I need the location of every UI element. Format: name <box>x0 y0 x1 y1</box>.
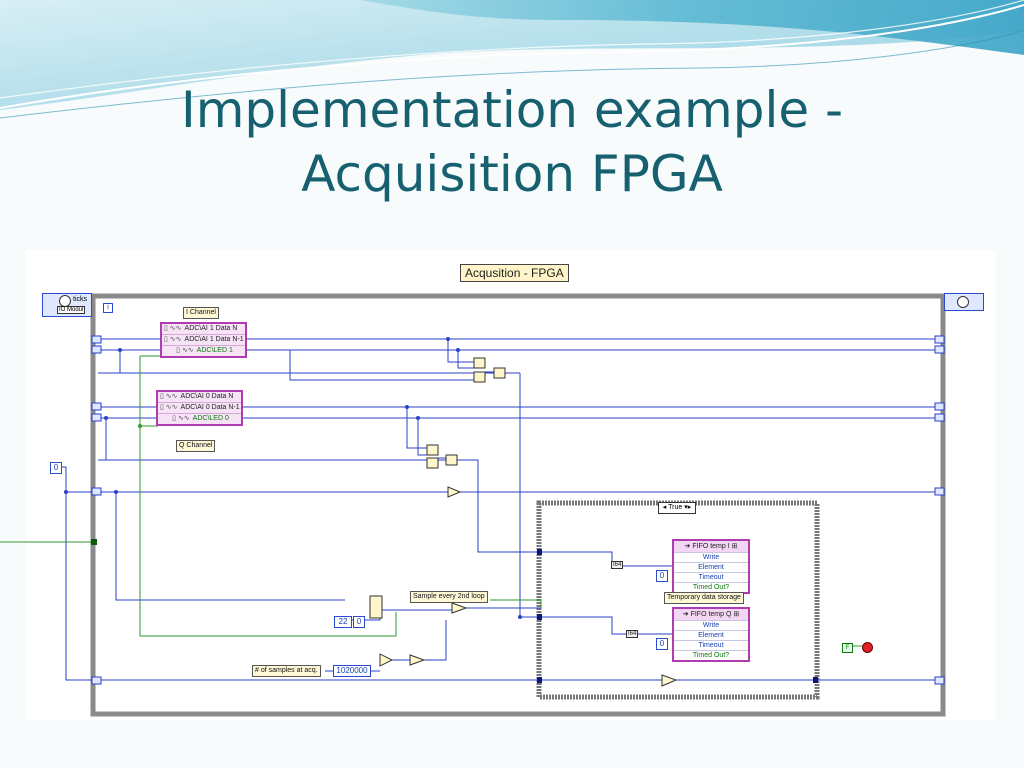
i64-conversion-b: I64 <box>626 630 639 638</box>
q-node-row-data-n1: ▯ ∿∿ADC\AI 0 Data N-1 <box>158 403 241 414</box>
fifo-q-write: Write <box>674 620 748 630</box>
i-channel-label: I Channel <box>183 307 219 319</box>
left-zero-constant[interactable]: 0 <box>50 462 62 474</box>
banner-wave <box>0 0 1024 119</box>
fifo-i-node[interactable]: ➔ FIFO temp I ⊞ Write Element Timeout Ti… <box>672 539 750 594</box>
fifo-i-timeout-constant[interactable]: 0 <box>656 570 668 582</box>
fifo-q-element: Element <box>674 630 748 640</box>
i-node-row-data-n1: ▯ ∿∿ADC\AI 1 Data N-1 <box>162 335 245 346</box>
q-node-row-data-n: ▯ ∿∿ADC\AI 0 Data N <box>158 392 241 403</box>
q-node-row-led: ▯ ∿∿ADC\LED 0 <box>172 415 229 422</box>
ticks-label: ticks <box>73 296 87 303</box>
slide-title-line1: Implementation example - <box>180 81 844 139</box>
stop-icon[interactable] <box>862 642 873 653</box>
right-timing-node[interactable] <box>944 293 984 311</box>
q-channel-node[interactable]: ▯ ∿∿ADC\AI 0 Data N ▯ ∿∿ADC\AI 0 Data N-… <box>156 390 243 426</box>
i-channel-node[interactable]: ▯ ∿∿ADC\AI 1 Data N ▯ ∿∿ADC\AI 1 Data N-… <box>160 322 247 358</box>
fifo-i-timeout: Timeout <box>674 572 748 582</box>
num-samples-label: # of samples at acq. <box>252 665 321 677</box>
fifo-q-timed-out: Timed Out? <box>674 650 748 660</box>
fifo-i-element: Element <box>674 562 748 572</box>
fifo-i-timed-out: Timed Out? <box>674 582 748 592</box>
slide-title: Implementation example - Acquisition FPG… <box>0 78 1024 206</box>
false-constant[interactable]: F <box>842 643 853 653</box>
temp-storage-label: Temporary data storage <box>664 592 744 604</box>
fifo-i-write: Write <box>674 552 748 562</box>
fifo-q-timeout-constant[interactable]: 0 <box>656 638 668 650</box>
i-node-row-data-n: ▯ ∿∿ADC\AI 1 Data N <box>162 324 245 335</box>
q-channel-label: Q Channel <box>176 440 216 452</box>
sample-every-label: Sample every 2nd loop <box>410 591 488 603</box>
io-module-label: IO Modul <box>57 306 86 314</box>
constant-22[interactable]: 22 <box>334 616 352 628</box>
fifo-q-node[interactable]: ➔ FIFO temp Q ⊞ Write Element Timeout Ti… <box>672 607 750 662</box>
case-selector[interactable]: ◂ True ▾▸ <box>658 502 696 514</box>
constant-1020000[interactable]: 1020000 <box>333 665 371 677</box>
iteration-terminal: i <box>103 303 113 313</box>
constant-zero-mid[interactable]: 0 <box>353 616 365 628</box>
i64-conversion-a: I64 <box>611 561 624 569</box>
fifo-q-title: ➔ FIFO temp Q ⊞ <box>674 609 748 620</box>
fifo-i-title: ➔ FIFO temp I ⊞ <box>674 541 748 552</box>
vi-title: Acqusition - FPGA <box>460 264 569 282</box>
ticks-timing-node[interactable]: ticks IO Modul <box>42 293 92 317</box>
timing-icon <box>957 296 969 308</box>
i-node-row-led: ▯ ∿∿ADC\LED 1 <box>176 347 233 354</box>
fifo-q-timeout: Timeout <box>674 640 748 650</box>
slide-title-line2: Acquisition FPGA <box>301 145 723 203</box>
